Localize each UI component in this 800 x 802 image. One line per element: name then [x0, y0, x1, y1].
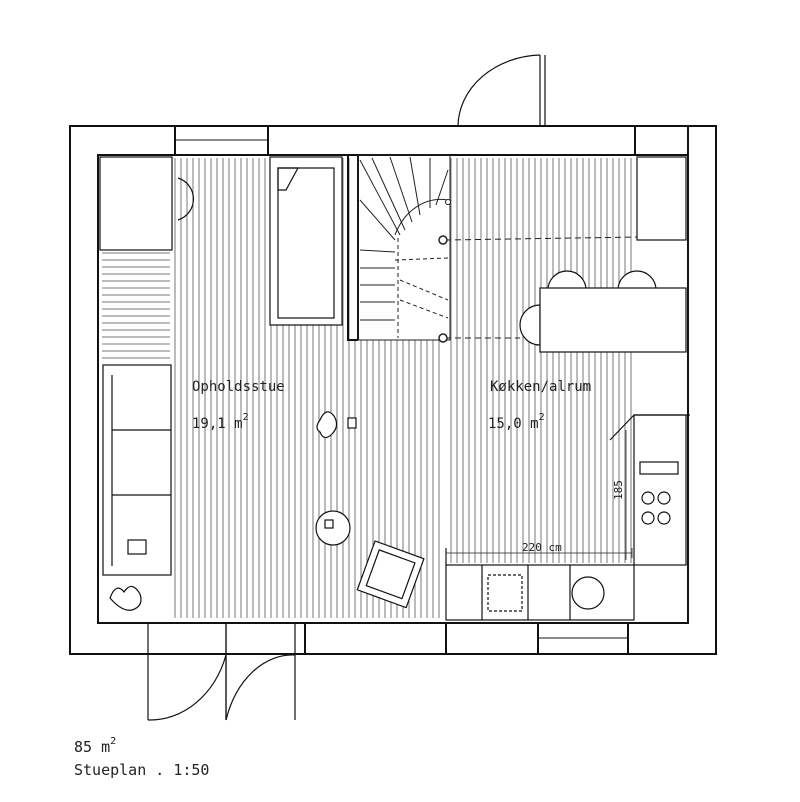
- kitchen-counter-bottom: [445, 564, 635, 621]
- kitchen-room-name: Køkken/alrum: [490, 379, 591, 395]
- entrance-double-door[interactable]: [147, 623, 296, 721]
- kitchen-room-area-value: 15,0 m: [488, 416, 539, 432]
- dining-table: [539, 287, 687, 353]
- counter-depth-label: 185: [612, 480, 625, 500]
- cabinet: [99, 156, 173, 251]
- top-door[interactable]: [457, 54, 546, 127]
- armchair: [356, 540, 425, 609]
- dimension-lines: [445, 430, 633, 560]
- living-room-name: Opholdsstue: [192, 379, 285, 395]
- plan-name: Stueplan . 1:50: [74, 761, 209, 779]
- kitchen-room-area-exp: 2: [539, 412, 545, 423]
- living-room-area-value: 19,1 m: [192, 416, 243, 432]
- kitchen-furniture: [445, 156, 690, 621]
- chair: [547, 270, 587, 291]
- living-room-area: 19,1 m2: [192, 412, 249, 432]
- sink: [571, 576, 605, 610]
- living-room-area-exp: 2: [243, 412, 249, 423]
- counter-length-label: 220 cm: [522, 541, 562, 554]
- kitchen-room-area: 15,0 m2: [488, 412, 545, 432]
- total-area: 85 m2: [74, 736, 116, 756]
- chair: [617, 270, 657, 291]
- exterior-walls: [69, 125, 717, 655]
- chair: [519, 304, 541, 346]
- kitchen-counter: [633, 414, 687, 566]
- living-room-furniture: [99, 156, 425, 611]
- staircase: [357, 154, 641, 343]
- tall-cabinet: [636, 156, 687, 241]
- total-area-exp: 2: [110, 736, 116, 747]
- total-area-value: 85 m: [74, 738, 110, 756]
